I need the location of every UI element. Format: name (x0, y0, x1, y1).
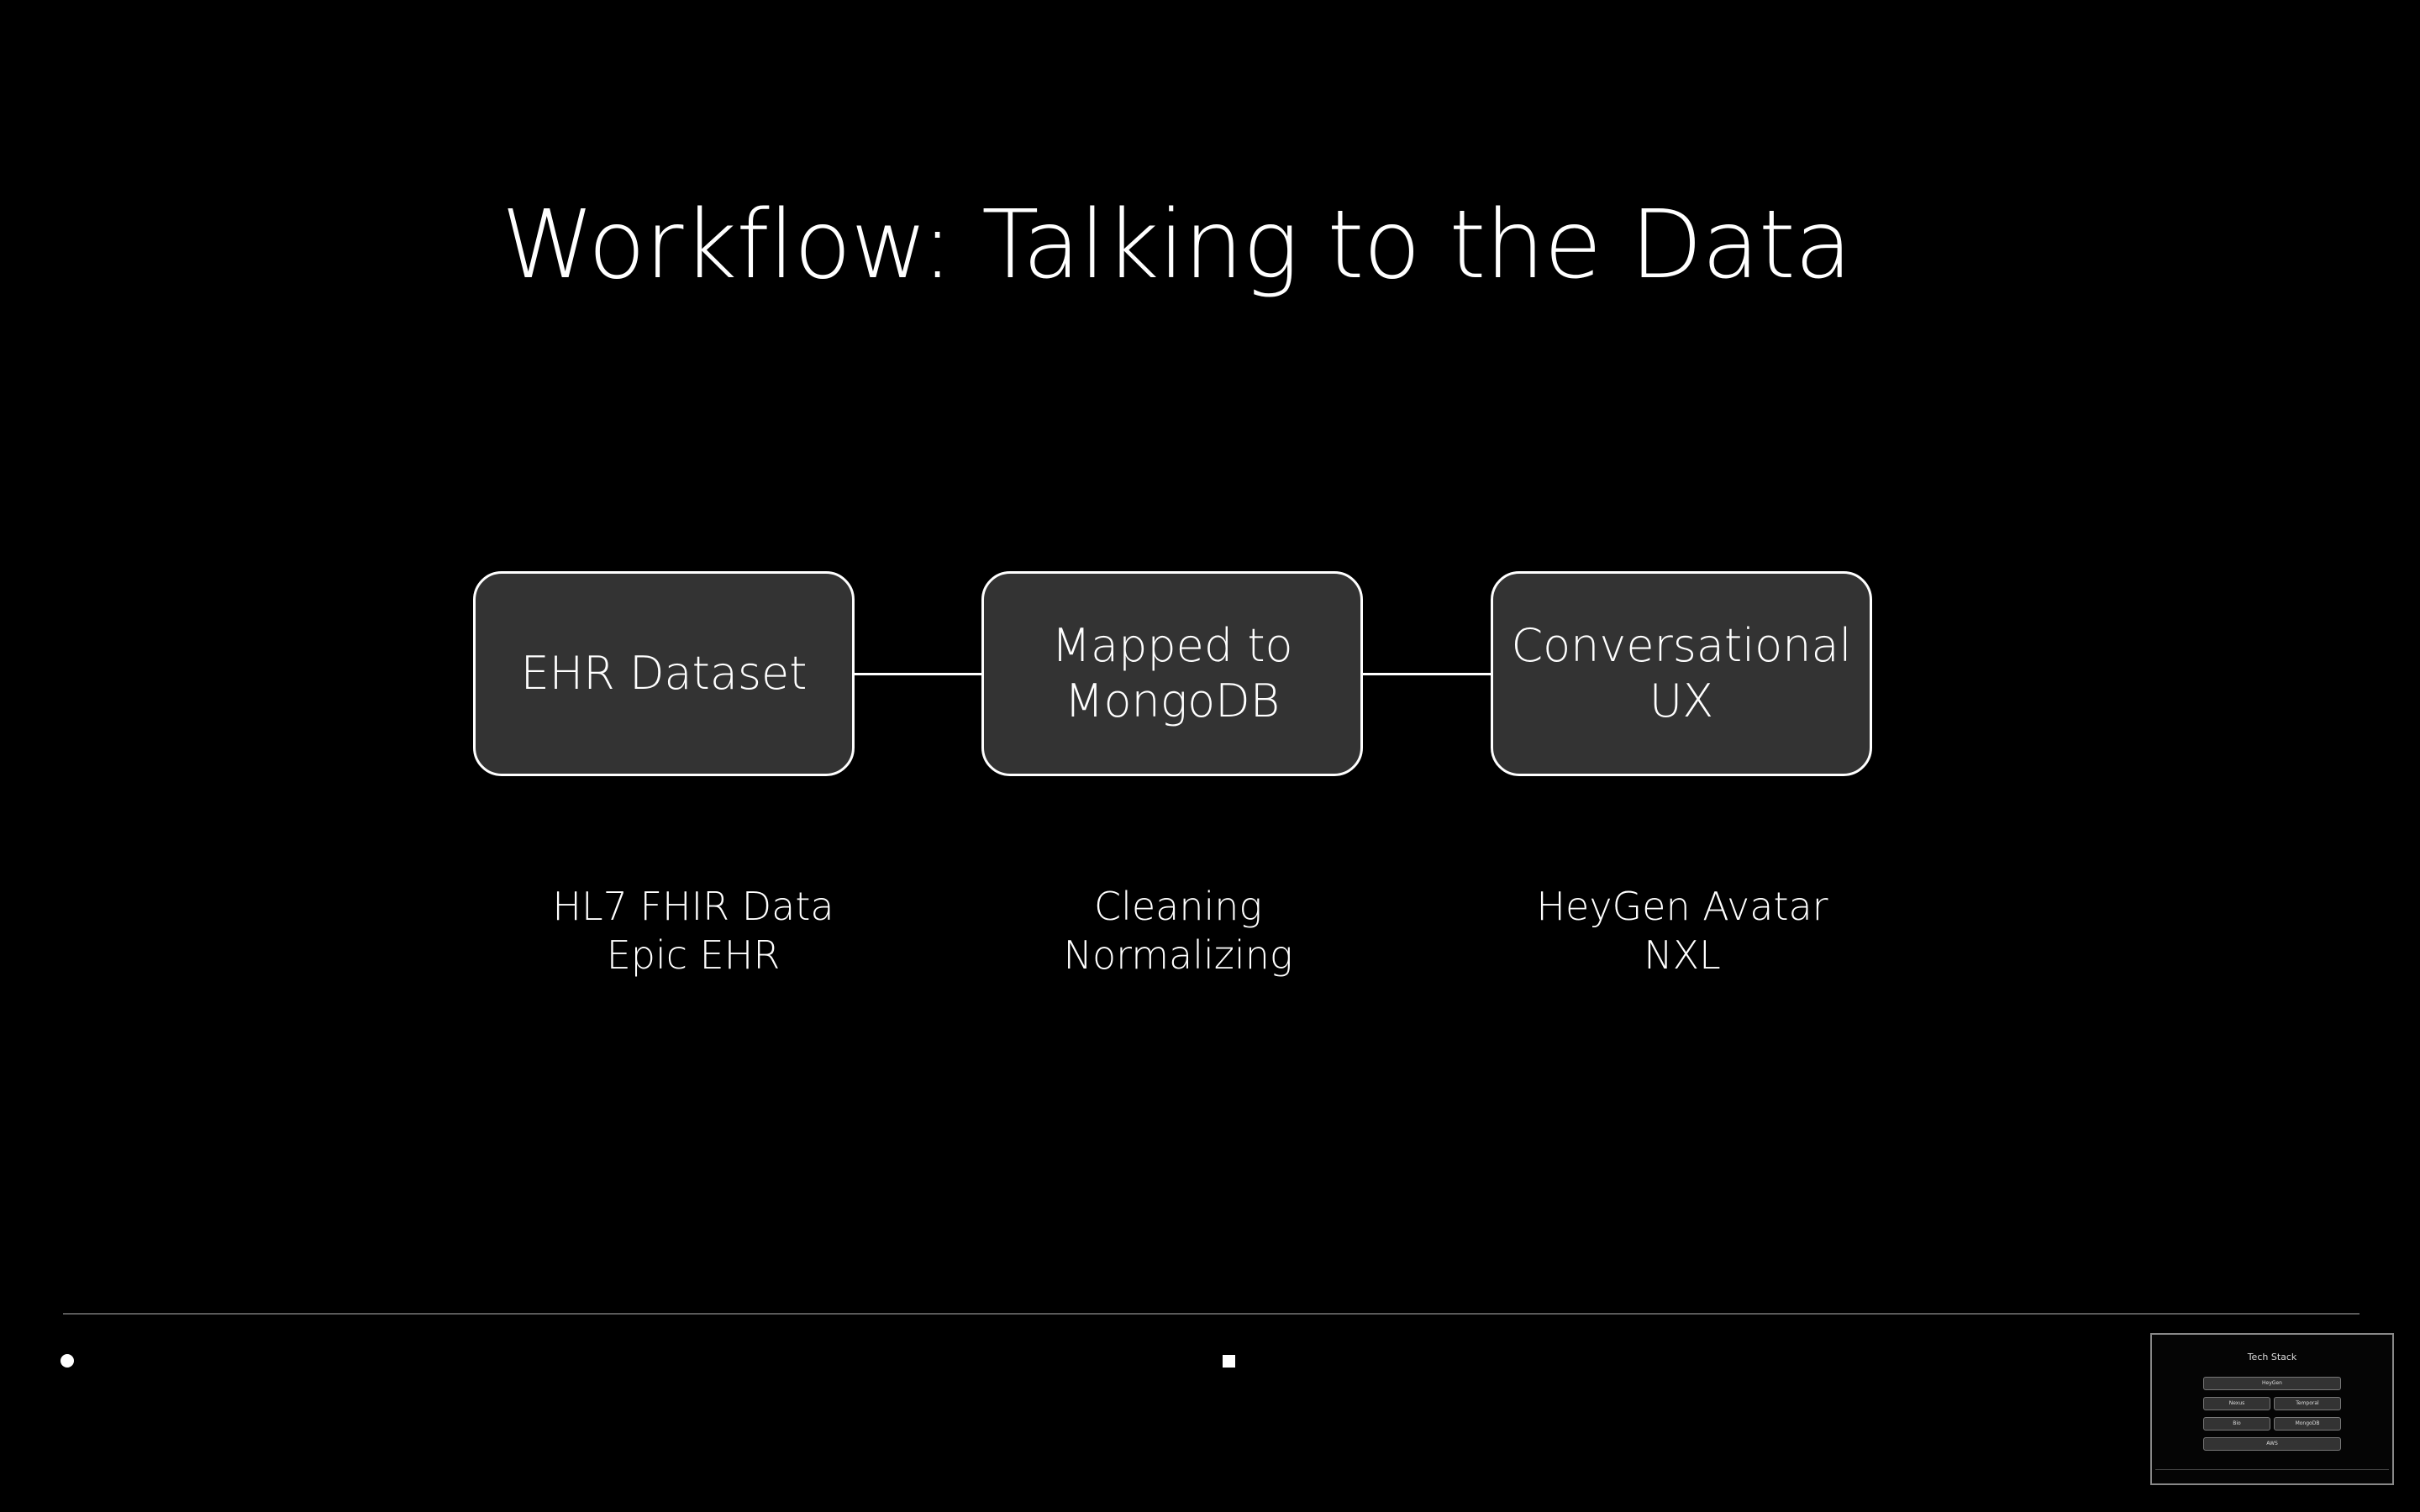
thumbnail-divider (2155, 1469, 2389, 1470)
node-label: Conversational UX (1511, 619, 1852, 727)
thumbnail-chip: MongoDB (2274, 1417, 2341, 1431)
thumbnail-chip: Bio (2203, 1417, 2270, 1431)
node-mapped-to-mongodb: Mapped to MongoDB (981, 571, 1363, 776)
connector-line (855, 673, 981, 675)
thumbnail-chip: Nexus (2203, 1397, 2270, 1410)
progress-square-icon[interactable] (1223, 1355, 1235, 1368)
progress-dot-icon[interactable] (60, 1354, 74, 1368)
node-label: EHR Dataset (520, 647, 808, 700)
thumbnail-chip: Temporal (2274, 1397, 2341, 1410)
footer-divider (63, 1313, 2360, 1315)
next-slide-thumbnail[interactable]: Tech Stack HeyGen Nexus Temporal Bio Mon… (2150, 1333, 2394, 1485)
node-conversational-ux: Conversational UX (1491, 571, 1872, 776)
thumbnail-title: Tech Stack (2247, 1352, 2297, 1362)
thumbnail-chip: HeyGen (2203, 1377, 2341, 1390)
thumbnail-chip: AWS (2203, 1437, 2341, 1451)
node-label: Mapped to MongoDB (1051, 619, 1293, 727)
node-details: Cleaning Normalizing (1063, 884, 1293, 978)
node-ehr-dataset: EHR Dataset (473, 571, 855, 776)
connector-line (1363, 673, 1491, 675)
slide-title: Workflow: Talking to the Data (501, 191, 1853, 300)
node-details: HL7 FHIR Data Epic EHR (552, 884, 834, 978)
node-details: HeyGen Avatar NXL (1536, 884, 1828, 978)
